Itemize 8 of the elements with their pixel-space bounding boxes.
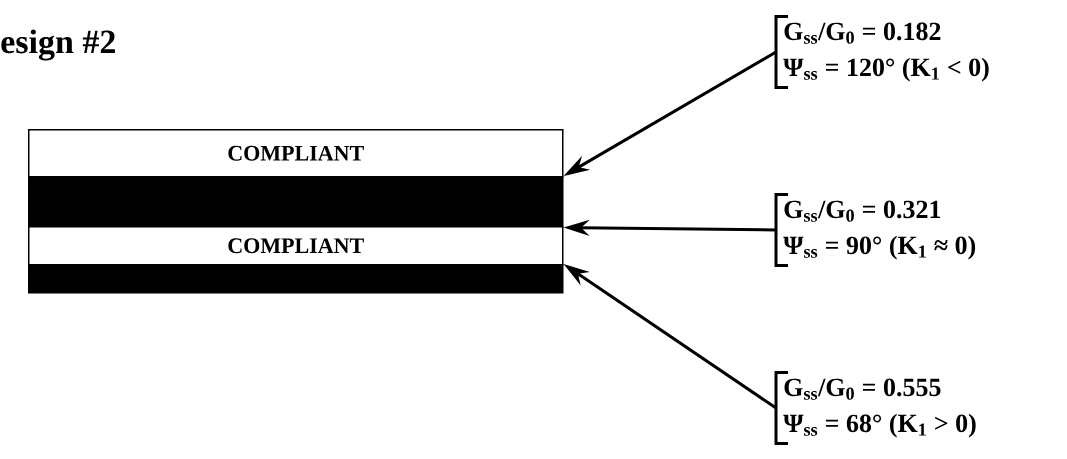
bracket-callout: G$_{ss}$/G$_{0}$ = 0.555 Ψ$_{ss}$ = 68° (K$_{1}$ > 0)	[774, 370, 976, 446]
layer-band: COMPLIANT	[28, 226, 564, 266]
layer-band	[28, 176, 564, 228]
layer-band: COMPLIANT	[28, 129, 564, 178]
bracket-callout: G$_{ss}$/G$_{0}$ = 0.182 Ψ$_{ss}$ = 120° (K$_{1}$ < 0)	[774, 14, 989, 90]
layer-band	[28, 264, 564, 294]
title: esign #2	[1, 29, 115, 61]
bracket-callout: G$_{ss}$/G$_{0}$ = 0.321 Ψ$_{ss}$ = 90° (K$_{1}$ ≈ 0)	[774, 192, 976, 268]
